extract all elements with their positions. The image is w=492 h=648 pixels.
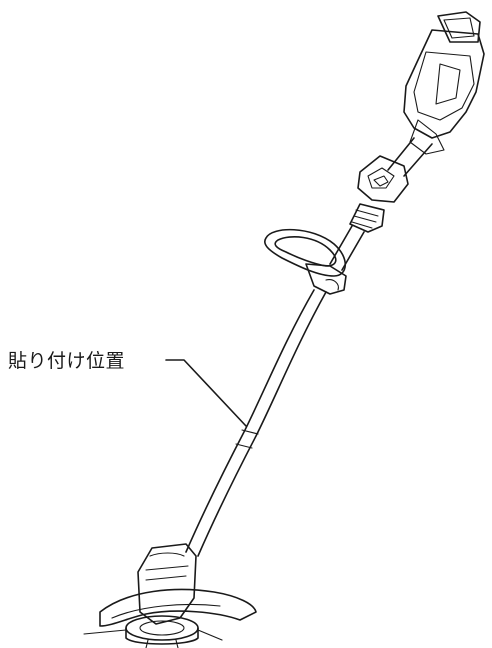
curved-shaft	[185, 289, 327, 557]
loop-handle	[264, 228, 347, 295]
grip-coupling	[349, 203, 385, 233]
guard	[99, 588, 257, 627]
battery-pack	[403, 11, 485, 155]
upper-shaft	[387, 137, 433, 177]
callout-leader-line	[165, 359, 247, 427]
switch-handle	[357, 155, 409, 203]
cutting-head	[83, 615, 223, 648]
callout-label: 貼り付け位置	[8, 350, 126, 372]
